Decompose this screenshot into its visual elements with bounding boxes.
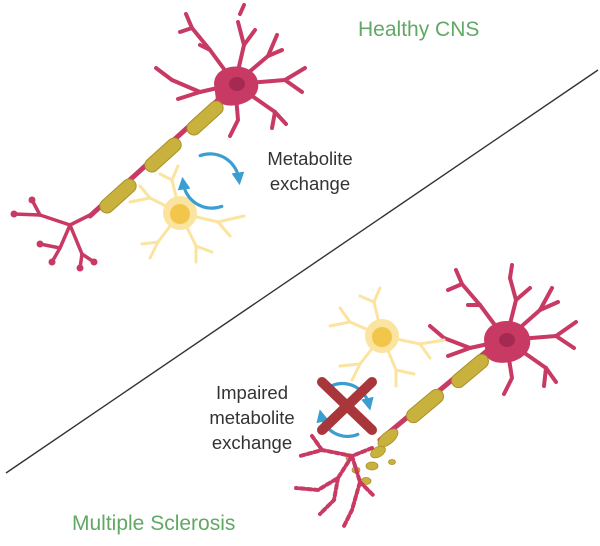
degenerating-terminals xyxy=(294,434,376,528)
divider-line xyxy=(5,69,599,474)
ms-glia-cell xyxy=(328,286,446,388)
ms-myelin-sheaths xyxy=(406,353,489,424)
ms-circular-arrows-icon xyxy=(316,381,374,438)
healthy-neuron xyxy=(12,3,307,270)
healthy-glia-cell xyxy=(128,164,246,264)
ms-exchange-label: Impaired metabolite exchange xyxy=(192,380,312,455)
x-cross-icon xyxy=(317,377,377,435)
healthy-label-line2: exchange xyxy=(269,173,351,194)
healthy-label-line1: Metabolite xyxy=(267,148,353,169)
healthy-neuron-body xyxy=(10,66,259,272)
ms-label-line3: exchange xyxy=(211,432,293,453)
ms-label-line1: Impaired xyxy=(216,382,288,403)
ms-label-line2: metabolite xyxy=(209,407,295,428)
healthy-myelin-sheaths xyxy=(99,100,224,214)
healthy-title: Healthy CNS xyxy=(358,18,480,41)
ms-title: Multiple Sclerosis xyxy=(72,512,236,535)
circular-arrows-icon xyxy=(177,152,245,210)
healthy-exchange-label: Metabolite exchange xyxy=(250,146,370,196)
ms-neuron-body xyxy=(484,320,531,363)
